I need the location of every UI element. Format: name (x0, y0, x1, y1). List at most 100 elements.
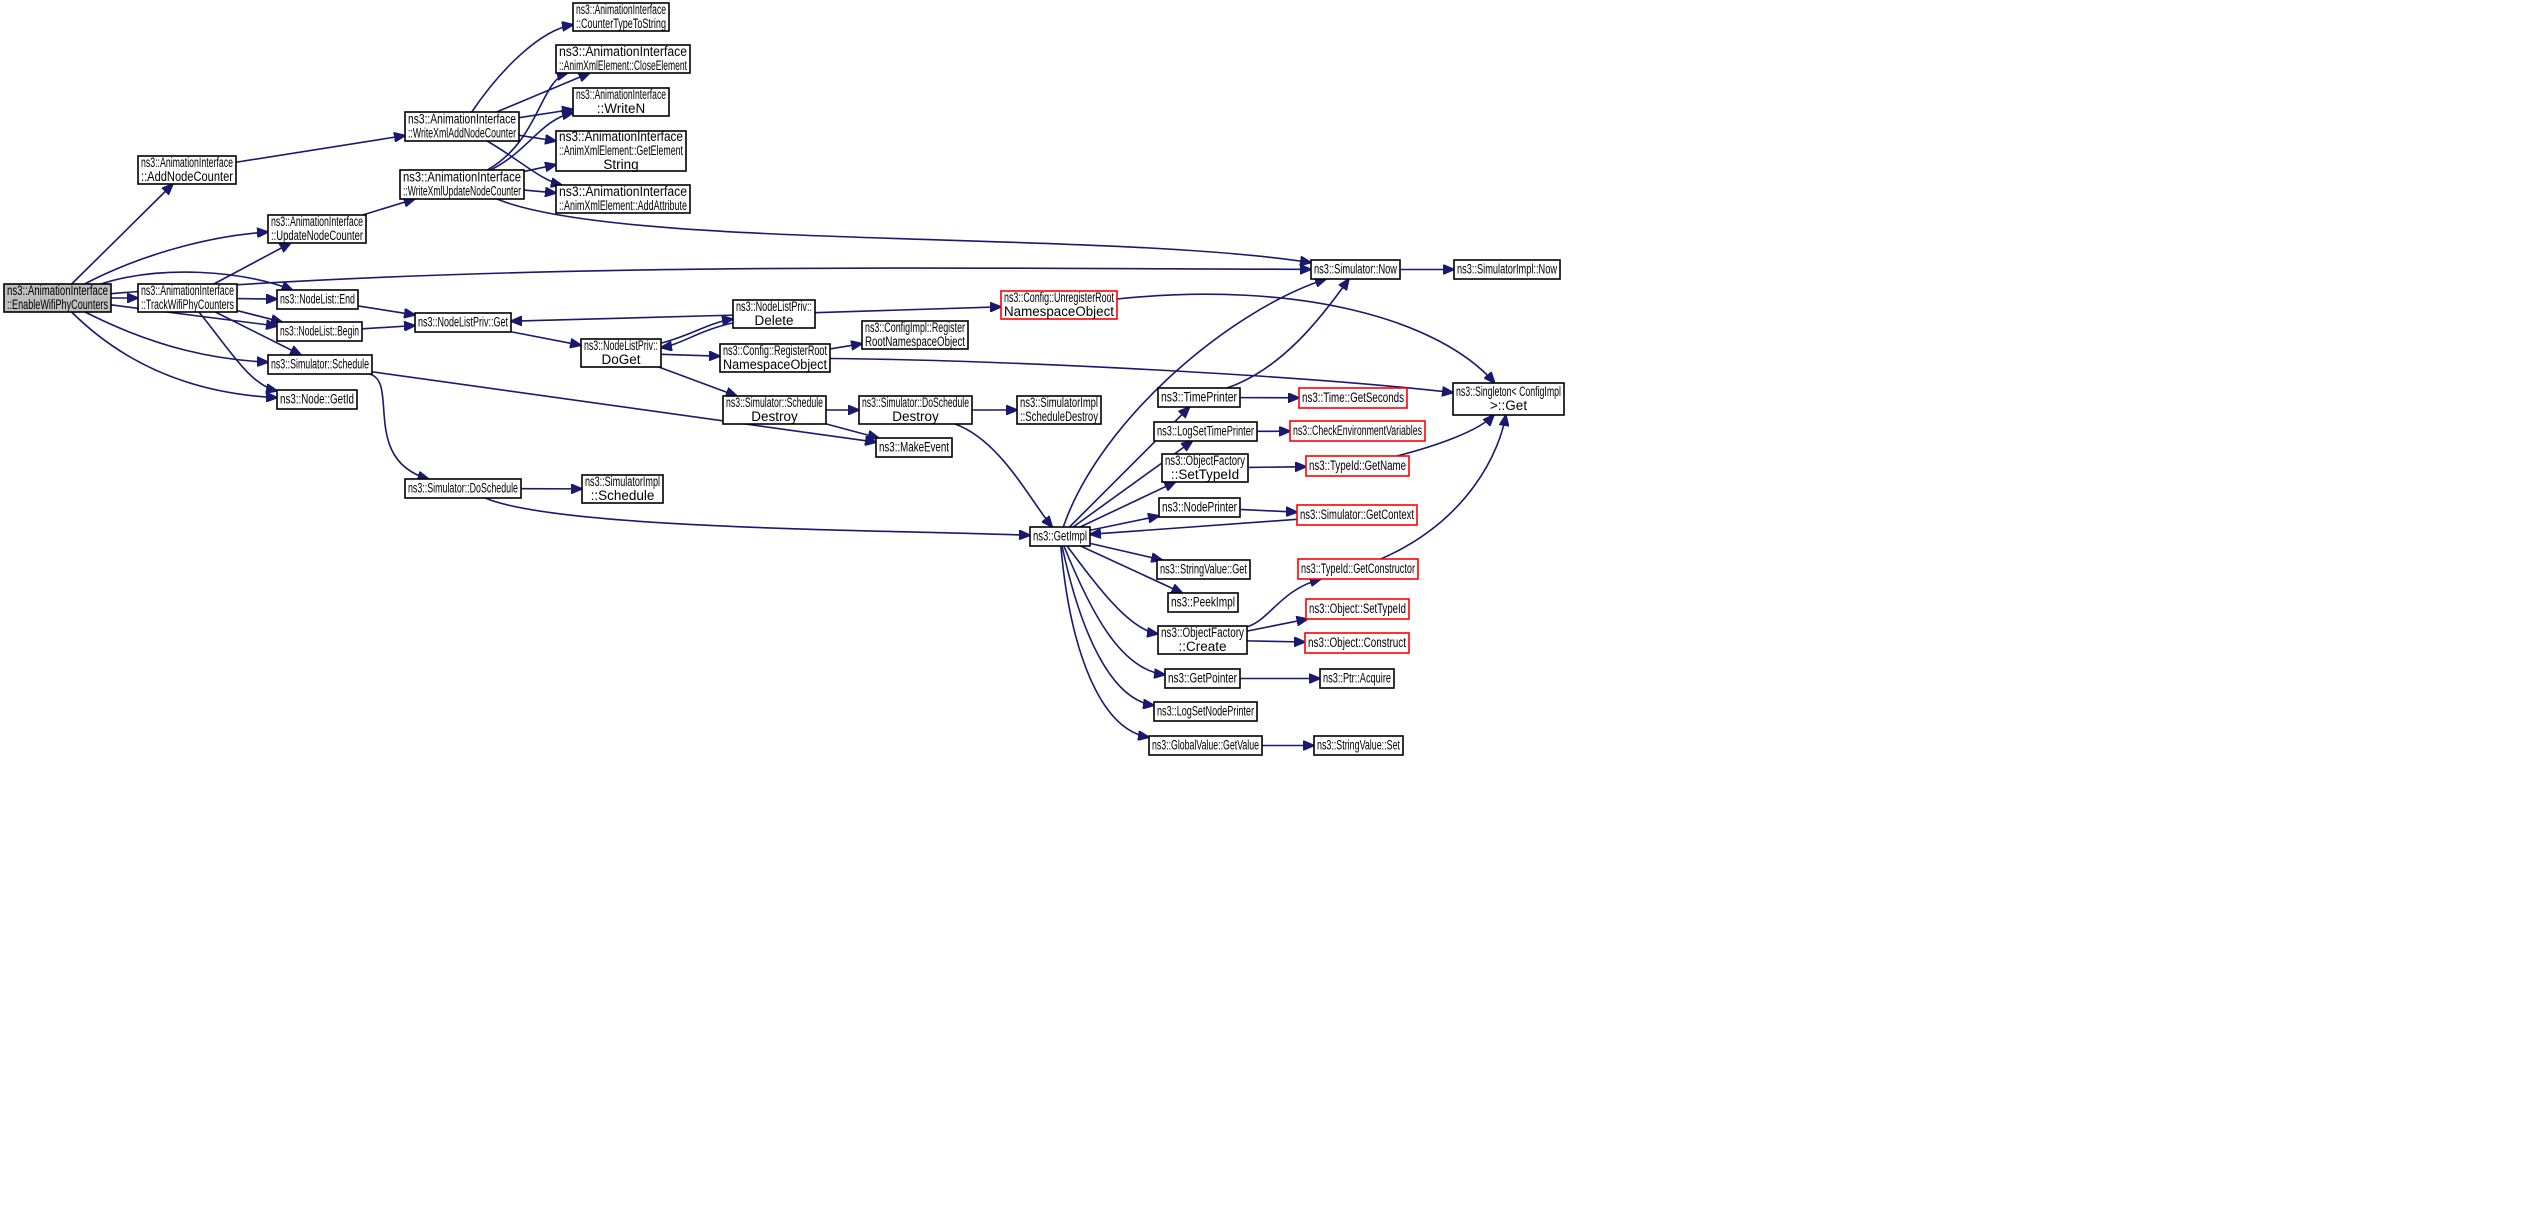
node-label-line: ns3::Object::SetTypeId (1309, 601, 1406, 616)
function-node-countertype[interactable]: ns3::AnimationInterface::CounterTypeToSt… (572, 2, 670, 32)
function-node-configunregister[interactable]: ns3::Config::UnregisterRootNamespaceObje… (1000, 290, 1118, 320)
function-node-objectconstruct[interactable]: ns3::Object::Construct (1304, 632, 1410, 654)
node-box (875, 437, 953, 458)
function-node-peekimpl[interactable]: ns3::PeekImpl (1167, 592, 1239, 613)
call-edge-configunregister-to-singletonget (1116, 293, 1495, 383)
function-node-simscheduledestroy[interactable]: ns3::Simulator::ScheduleDestroy (722, 395, 827, 425)
function-node-getelementstring[interactable]: ns3::AnimationInterface::AnimXmlElement:… (555, 129, 687, 172)
node-box (1313, 735, 1404, 756)
node-label-line: ns3::StringValue::Set (1317, 738, 1400, 753)
call-edge-objfactorycreate-to-objectsettypeid (1246, 619, 1308, 632)
function-node-getpointer[interactable]: ns3::GetPointer (1164, 668, 1241, 689)
function-node-simdoschedule[interactable]: ns3::Simulator::DoSchedule (404, 478, 522, 499)
function-node-stringvalueget[interactable]: ns3::StringValue::Get (1156, 559, 1251, 580)
function-node-getimpl[interactable]: ns3::GetImpl (1029, 526, 1091, 547)
node-label-line: ::WriteN (597, 101, 646, 116)
node-box (399, 169, 525, 200)
function-node-writen[interactable]: ns3::AnimationInterface::WriteN (572, 87, 670, 117)
function-node-nodeprinter[interactable]: ns3::NodePrinter (1158, 497, 1241, 518)
node-box (580, 338, 662, 368)
function-node-simimplnow[interactable]: ns3::SimulatorImpl::Now (1453, 259, 1561, 280)
function-node-simimplscheduledestroy[interactable]: ns3::SimulatorImpl::ScheduleDestroy (1016, 395, 1102, 425)
function-node-nodelistprivget[interactable]: ns3::NodeListPriv::Get (414, 312, 512, 333)
call-edge-nodelistend-to-nodelistprivget (357, 305, 415, 315)
function-node-singletonget[interactable]: ns3::Singleton< ConfigImpl >::Get (1452, 382, 1565, 416)
function-node-objectsettypeid[interactable]: ns3::Object::SetTypeId (1305, 598, 1410, 620)
function-node-checkenv[interactable]: ns3::CheckEnvironmentVariables (1289, 420, 1426, 442)
call-edge-writexmlupdate-to-closeelement (487, 73, 567, 171)
node-label-line: ns3::AnimationInterface (559, 129, 683, 144)
function-node-logsetnodeprinter[interactable]: ns3::LogSetNodePrinter (1153, 701, 1258, 722)
node-box (1310, 259, 1401, 280)
node-label-line: ::TrackWifiPhyCounters (141, 297, 234, 312)
function-node-writexmladd[interactable]: ns3::AnimationInterface::WriteXmlAddNode… (404, 111, 520, 142)
function-node-logsettimeprinter[interactable]: ns3::LogSetTimePrinter (1153, 421, 1258, 442)
function-node-objfactorysettypeid[interactable]: ns3::ObjectFactory::SetTypeId (1161, 453, 1249, 483)
function-node-configimplregister[interactable]: ns3::ConfigImpl::RegisterRootNamespaceOb… (861, 320, 969, 350)
call-edge-simdoscheduledestroy-to-getimpl (954, 423, 1052, 527)
node-label-line: ns3::AnimationInterface (559, 184, 687, 199)
function-node-addnodecounter[interactable]: ns3::AnimationInterface::AddNodeCounter (137, 155, 237, 185)
function-node-simgetcontext[interactable]: ns3::Simulator::GetContext (1296, 504, 1418, 526)
call-edge-nodelistprivdelete-to-nodelistprivget (511, 314, 734, 321)
call-edge-getimpl-to-simnow (1062, 279, 1326, 528)
node-box (137, 155, 237, 185)
node-box (581, 474, 664, 504)
node-label-line: ::UpdateNodeCounter (271, 228, 363, 243)
call-edge-objfactorysettypeid-to-typeidgetname (1247, 467, 1306, 468)
function-node-timegetseconds[interactable]: ns3::Time::GetSeconds (1298, 387, 1408, 409)
node-label-line: NamespaceObject (1004, 304, 1114, 319)
function-node-typeidgetname[interactable]: ns3::TypeId::GetName (1305, 455, 1410, 477)
function-node-ptracquire[interactable]: ns3::Ptr::Acquire (1319, 668, 1395, 689)
node-label-line: ns3::LogSetNodePrinter (1157, 704, 1254, 719)
call-edge-getimpl-to-objfactorycreate (1066, 545, 1158, 634)
node-label-line: ns3::Simulator::DoSchedule (862, 395, 969, 410)
node-label-line: ns3::AnimationInterface (403, 170, 521, 185)
call-edge-getimpl-to-globalvaluegetvalue (1060, 545, 1149, 737)
node-label-line: ns3::Singleton< ConfigImpl (1456, 384, 1561, 399)
function-node-nodelistprivdelete[interactable]: ns3::NodeListPriv::Delete (732, 299, 816, 329)
function-node-typeidgetconstructor[interactable]: ns3::TypeId::GetConstructor (1297, 558, 1419, 580)
function-node-nodelistprivdoget[interactable]: ns3::NodeListPriv::DoGet (580, 338, 662, 368)
function-node-stringvalueset[interactable]: ns3::StringValue::Set (1313, 735, 1404, 756)
node-box (414, 312, 512, 333)
node-box (1029, 526, 1091, 547)
node-box (732, 299, 816, 329)
call-edge-writexmlupdate-to-getelementstring (523, 165, 556, 173)
call-edge-writexmlupdate-to-simnow (496, 198, 1311, 263)
function-node-nodelistbegin[interactable]: ns3::NodeList::Begin (276, 321, 363, 342)
function-node-enablewifi[interactable]: ns3::AnimationInterface::EnableWifiPhyCo… (3, 283, 112, 313)
function-node-simimplschedule[interactable]: ns3::SimulatorImpl::Schedule (581, 474, 664, 504)
node-label-line: ::ScheduleDestroy (1020, 409, 1098, 424)
function-node-addattribute[interactable]: ns3::AnimationInterface::AnimXmlElement:… (555, 184, 691, 214)
node-box (404, 111, 520, 142)
call-edge-getimpl-to-getpointer (1063, 545, 1165, 675)
node-label-line: ns3::Node::GetId (280, 392, 354, 407)
function-node-writexmlupdate[interactable]: ns3::AnimationInterface::WriteXmlUpdateN… (399, 169, 525, 200)
call-edge-writexmlupdate-to-addattribute (523, 190, 556, 193)
call-edge-trackwifi-to-nodelistbegin (236, 309, 282, 322)
function-node-trackwifi[interactable]: ns3::AnimationInterface::TrackWifiPhyCou… (137, 283, 238, 313)
function-node-timeprinter[interactable]: ns3::TimePrinter (1157, 387, 1241, 408)
node-label-line: ns3::Object::Construct (1308, 635, 1406, 650)
function-node-nodegetid[interactable]: ns3::Node::GetId (276, 389, 358, 410)
node-box (1289, 420, 1426, 442)
function-node-nodelistend[interactable]: ns3::NodeList::End (276, 289, 359, 310)
function-node-globalvaluegetvalue[interactable]: ns3::GlobalValue::GetValue (1148, 735, 1263, 756)
function-node-updatenodecounter[interactable]: ns3::AnimationInterface::UpdateNodeCount… (267, 214, 367, 244)
function-node-simschedule[interactable]: ns3::Simulator::Schedule (267, 354, 373, 375)
node-label-line: ns3::GlobalValue::GetValue (1152, 738, 1259, 753)
call-edge-objfactorycreate-to-objectconstruct (1246, 641, 1305, 642)
function-node-closeelement[interactable]: ns3::AnimationInterface::AnimXmlElement:… (555, 44, 691, 74)
node-box (1304, 632, 1410, 654)
call-edge-nodelistbegin-to-nodelistprivget (361, 326, 415, 329)
call-edge-nodelistprivdoget-to-nodelistprivdelete (660, 319, 733, 344)
function-node-objfactorycreate[interactable]: ns3::ObjectFactory::Create (1157, 625, 1248, 655)
node-label-line: ns3::NodeList::End (280, 292, 355, 307)
function-node-makeevent[interactable]: ns3::MakeEvent (875, 437, 953, 458)
call-edge-simschedule-to-makeevent (371, 370, 876, 442)
call-edge-getimpl-to-objfactorysettypeid (1079, 482, 1175, 528)
function-node-simnow[interactable]: ns3::Simulator::Now (1310, 259, 1401, 280)
